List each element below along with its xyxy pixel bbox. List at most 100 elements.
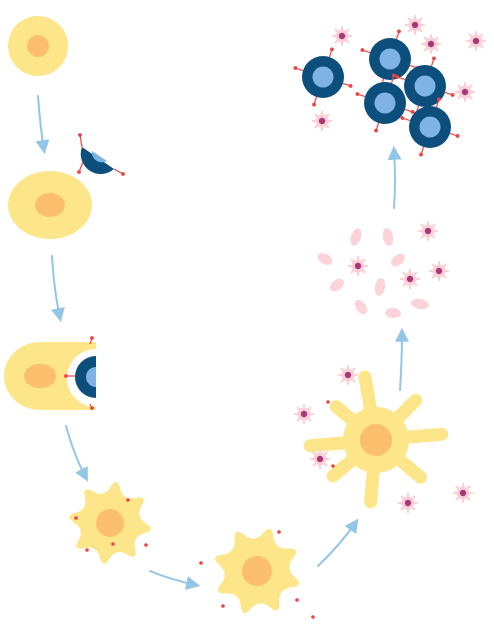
t-cell-nucleus (379, 48, 401, 70)
antigen-icon (465, 30, 487, 52)
cell-icon (8, 171, 92, 239)
receptor-tip (432, 56, 436, 61)
t-cell-icon (77, 133, 125, 176)
antigen-core (354, 262, 362, 270)
cell-icon (8, 16, 68, 76)
receptor-tip (295, 598, 299, 602)
antigen-core (411, 21, 419, 29)
receptor-tip (85, 548, 89, 552)
cell-nucleus (360, 424, 392, 456)
t-cell-nucleus (414, 75, 436, 97)
dendritic-cell-icon (199, 528, 315, 619)
antigen-core (300, 410, 308, 418)
flow-arrow-icon (51, 255, 65, 323)
receptor-tip (121, 172, 125, 176)
cell-icon (4, 336, 97, 410)
t-cell-icon (293, 47, 353, 107)
receptor-tip (90, 406, 94, 410)
antigen-fragment-icon (411, 298, 429, 310)
receptor-tip (455, 134, 460, 138)
t-cell-icon (400, 97, 460, 157)
t-cell-nucleus (312, 66, 334, 88)
receptor-tip (450, 93, 455, 97)
receptor-tip (77, 170, 81, 174)
receptor-tip (74, 516, 78, 520)
cells (4, 16, 468, 619)
t-cell-nucleus (91, 151, 107, 163)
receptor-tip (360, 48, 365, 52)
flow-arrow-icon (394, 327, 409, 391)
receptor-stalk (79, 134, 83, 148)
antigen-icon (347, 255, 369, 277)
flow-arrow-icon (149, 570, 201, 590)
dendritic-cell-icon (303, 370, 468, 509)
antigen-icon (420, 33, 442, 55)
receptor-tip (221, 604, 225, 608)
receptor-tip (90, 336, 94, 340)
t-cell-nucleus (86, 367, 96, 387)
receptor-tip (348, 84, 353, 88)
receptor-tip (311, 615, 315, 619)
antigen-fragment-icon (350, 228, 362, 246)
antigen-core (338, 32, 346, 40)
receptor-tip (400, 116, 405, 120)
flow-arrow-icon (65, 425, 88, 482)
antigen-core (472, 37, 480, 45)
antigen-core (459, 489, 467, 497)
antigen-fragment-icon (354, 299, 368, 315)
antigen-icon (452, 482, 474, 504)
flow-arrow-icon (387, 145, 402, 209)
antigen-icon (331, 25, 353, 47)
receptor-tip (144, 543, 148, 547)
antigen-core (427, 40, 435, 48)
cell-nucleus (242, 556, 272, 586)
t-cell-nucleus (419, 116, 441, 138)
antigen-fragment-icon (330, 278, 344, 292)
antigen-icon (404, 14, 426, 36)
antigen-core (404, 499, 412, 507)
antigen-icon (311, 110, 333, 132)
antigen-icon (397, 492, 419, 514)
antigen-icon (293, 403, 315, 425)
antigen-icon (309, 448, 331, 470)
receptor-tip (397, 29, 401, 34)
antigen-icon (337, 364, 359, 386)
antigen-core (318, 117, 326, 125)
receptor-tip (293, 66, 298, 70)
receptor-tip (330, 47, 334, 52)
antigen-icon (454, 81, 476, 103)
t-cell-ring (75, 356, 96, 398)
antigen-fragment-icon (385, 307, 401, 319)
receptor-tip (277, 530, 281, 534)
cell-nucleus (27, 35, 49, 57)
receptor-tip (326, 400, 330, 404)
t-cell-icon (355, 73, 415, 133)
flow-arrows (35, 95, 409, 590)
receptor-tip (437, 97, 441, 102)
antigen-fragment-icon (317, 253, 333, 265)
engulf-gap (67, 349, 97, 407)
flow-arrow-icon (317, 518, 359, 567)
antigen-fragment-icon (382, 228, 394, 246)
t-cell-nucleus (374, 92, 396, 114)
cell-nucleus (35, 193, 65, 217)
receptor-tip (419, 152, 423, 157)
receptor-tip (126, 498, 130, 502)
antigen-fragment-icon (374, 278, 386, 296)
cell-nucleus (24, 364, 56, 388)
antigen-fragment-icon (391, 253, 405, 267)
receptor-tip (395, 75, 400, 79)
antigen-icon (428, 260, 450, 282)
antigen-core (406, 275, 414, 283)
receptor-tip (331, 464, 335, 468)
antigen-core (461, 88, 469, 96)
receptor-tip (374, 128, 378, 133)
receptor-tip (78, 133, 82, 137)
receptor-tip (410, 110, 415, 114)
antigen-core (344, 371, 352, 379)
antigens (293, 14, 487, 514)
t-cell-icon (360, 29, 420, 89)
receptor-tip (355, 92, 360, 96)
dendritic-cell-icon (69, 482, 151, 564)
